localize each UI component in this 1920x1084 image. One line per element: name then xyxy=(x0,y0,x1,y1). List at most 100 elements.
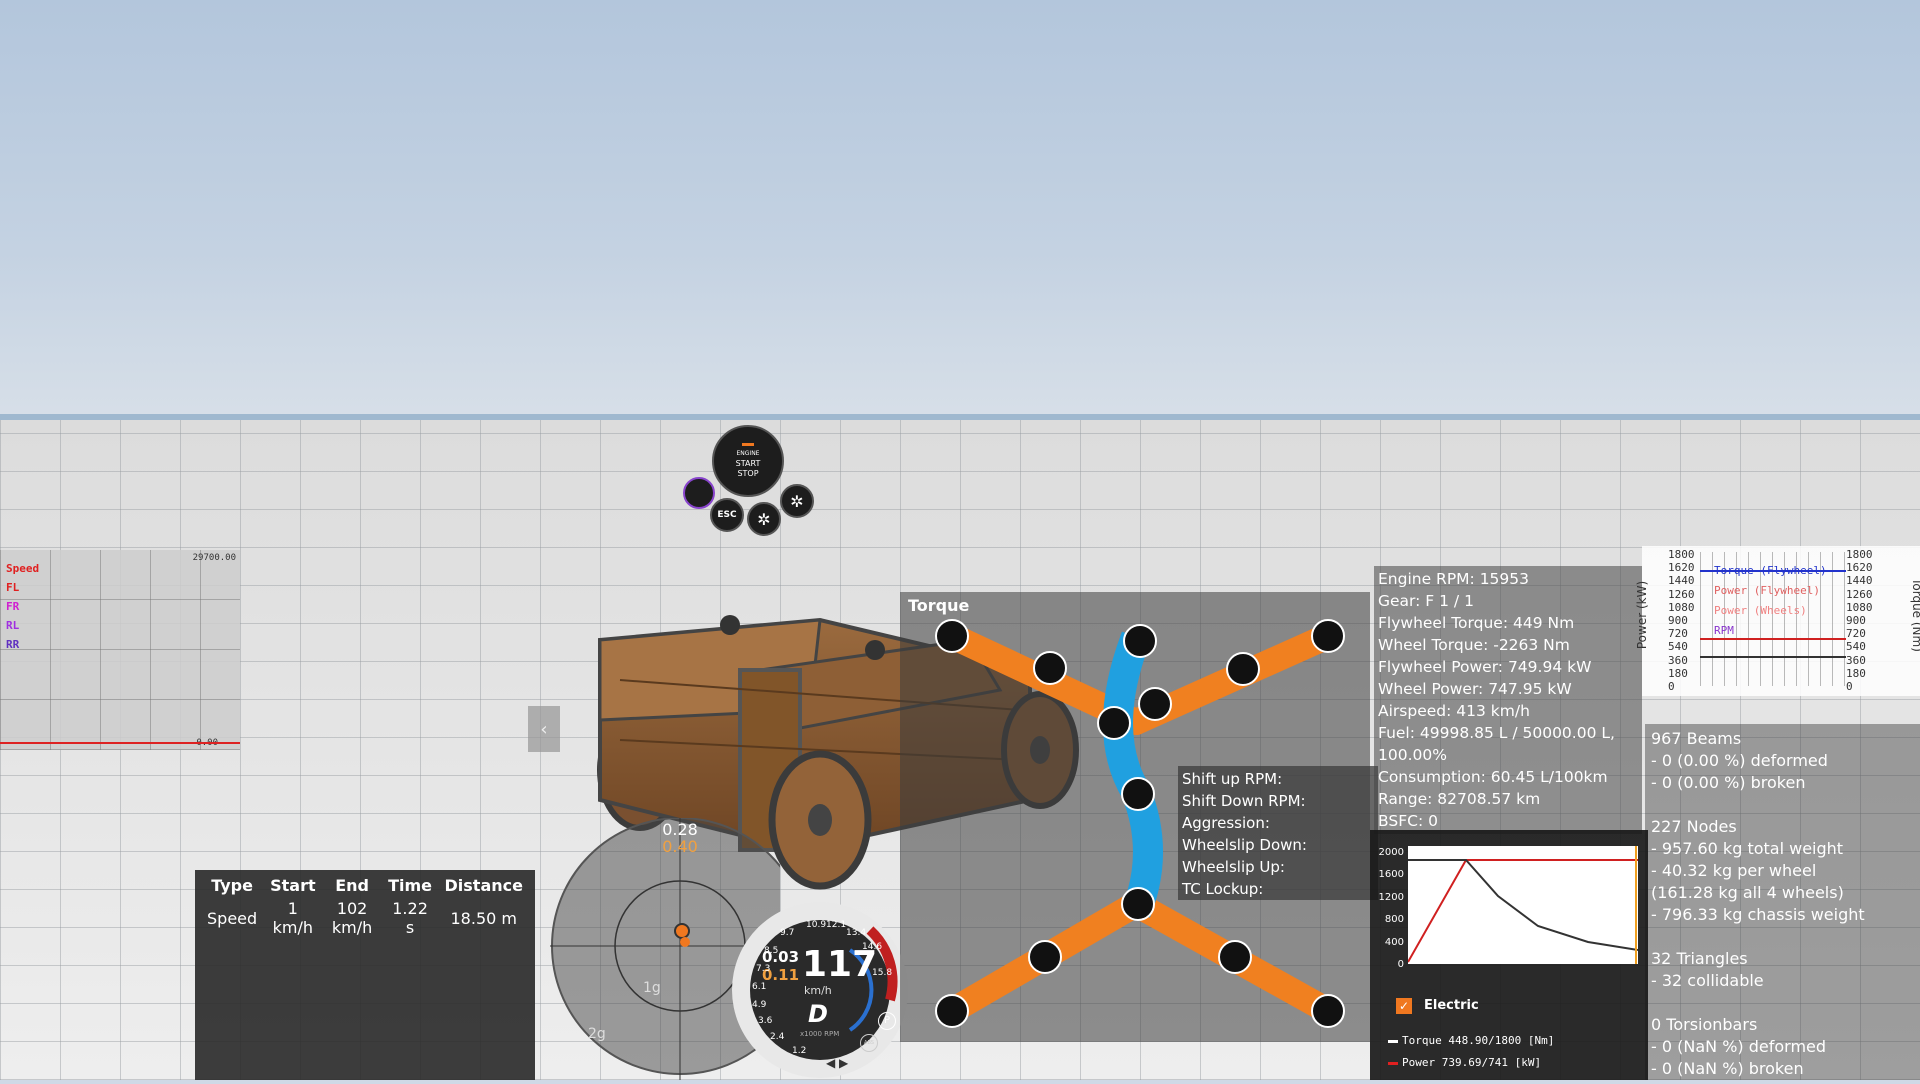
range: Range: 82708.57 km xyxy=(1378,790,1541,808)
esc-button[interactable]: ESC xyxy=(710,498,744,532)
torque-legend: Torque 448.90/1800 [Nm] xyxy=(1402,1034,1555,1047)
header-time: Time xyxy=(388,876,433,895)
cell-time: 1.22 s xyxy=(392,899,428,937)
weight-per-wheel: - 40.32 kg per wheel xyxy=(1651,861,1817,880)
tick-label: 15.8 xyxy=(872,968,893,978)
torque-trace xyxy=(1700,570,1846,572)
graph-max-value: 29700.00 xyxy=(192,553,236,563)
tick-label: 1.2 xyxy=(792,1046,807,1056)
electric-checkbox[interactable]: ✓ xyxy=(1396,998,1412,1014)
tick-label: 1080 xyxy=(1668,600,1695,614)
g-lat-readout: 0.11 xyxy=(762,966,800,984)
cell-end: 102 km/h xyxy=(331,899,373,937)
legend-power-wheels: Power (Wheels) xyxy=(1714,604,1807,617)
graph-label-rr: RR xyxy=(6,638,20,651)
tick-label: 1260 xyxy=(1846,587,1873,601)
speed-unit: km/h xyxy=(804,984,832,997)
chassis-weight: - 796.33 kg chassis weight xyxy=(1651,905,1865,924)
g-value-1: 0.28 xyxy=(662,820,698,839)
header-end: End xyxy=(335,876,369,895)
power-trace xyxy=(1700,656,1846,658)
measurements-table: Type Start End Time Distance Speed 1 km/… xyxy=(201,874,529,939)
diff-icon: ✲ xyxy=(757,509,771,529)
esc-label: ESC xyxy=(717,510,737,520)
graph-label-speed: Speed xyxy=(6,562,40,575)
tick-label: 720 xyxy=(1846,627,1866,641)
tick-label: 9.7 xyxy=(780,928,795,938)
beam-stats-panel: 967 Beams - 0 (0.00 %) deformed - 0 (0.0… xyxy=(1645,724,1920,1080)
tick-label: 800 xyxy=(1384,914,1404,926)
tick-label: 540 xyxy=(1668,640,1688,654)
speed-trace xyxy=(0,742,240,744)
tick-label: 8.5 xyxy=(764,946,779,956)
tick-label: 180 xyxy=(1846,666,1866,680)
abs-indicator: ABS xyxy=(860,1034,878,1052)
engine-label-3: STOP xyxy=(737,469,759,478)
sky xyxy=(0,0,1920,420)
shift-settings-panel: Shift up RPM: Shift Down RPM: Aggression… xyxy=(1178,766,1378,900)
differential-lock-button[interactable]: ✲ xyxy=(747,502,781,536)
diff-mode-button[interactable]: ✲ xyxy=(780,484,814,518)
tick-label: 10.9 xyxy=(806,920,827,930)
tick-label: 1620 xyxy=(1846,561,1873,575)
beams-deformed: - 0 (0.00 %) deformed xyxy=(1651,751,1828,770)
g-value-2: 0.40 xyxy=(662,837,698,856)
engine-indicator-light xyxy=(742,443,754,446)
torque-title: Torque xyxy=(908,596,970,615)
g-long-readout: 0.03 xyxy=(762,948,800,966)
power-legend-swatch xyxy=(1388,1062,1398,1065)
torque-legend-swatch xyxy=(1388,1040,1398,1043)
speed-value: 117 xyxy=(802,944,878,985)
torsionbars-count: 0 Torsionbars xyxy=(1651,1015,1758,1034)
flywheel-torque: Flywheel Torque: 449 Nm xyxy=(1378,614,1575,632)
table-row: Speed 1 km/h 102 km/h 1.22 s 18.50 m xyxy=(201,897,529,939)
total-weight: - 957.60 kg total weight xyxy=(1651,839,1844,858)
rpm-label: x1000 RPM xyxy=(800,1030,840,1038)
tick-label: 1440 xyxy=(1846,574,1873,588)
tick-label: 2000 xyxy=(1378,847,1404,858)
tick-label: 4.9 xyxy=(752,1000,767,1010)
fuel-percent: 100.00% xyxy=(1378,746,1447,764)
engine-rpm: Engine RPM: 15953 xyxy=(1378,570,1529,588)
tc-lockup: TC Lockup: xyxy=(1182,880,1264,898)
tick-label: 720 xyxy=(1668,627,1688,641)
engine-start-stop-button[interactable]: ENGINE START STOP xyxy=(712,425,784,497)
tick-label: 13.4 xyxy=(846,928,867,938)
tick-label: 1440 xyxy=(1668,574,1695,588)
tick-label: 0 xyxy=(1668,680,1675,694)
g-ring-2: 2g xyxy=(588,1026,606,1042)
left-axis-title: Power (kW) xyxy=(1635,580,1650,650)
curve-plot: Torque (Flywheel) Power (Flywheel) Power… xyxy=(1700,552,1846,686)
measurements-panel: Type Start End Time Distance Speed 1 km/… xyxy=(195,870,535,1080)
cell-type: Speed xyxy=(207,908,258,928)
tick-label: 2.4 xyxy=(770,1032,785,1042)
chevron-left-icon: ‹ xyxy=(540,718,548,740)
graph-label-rl: RL xyxy=(6,619,20,632)
collapse-tab[interactable]: ‹ xyxy=(528,706,560,752)
g-dot xyxy=(674,923,690,939)
aggression: Aggression: xyxy=(1182,814,1270,832)
torsionbars-broken: - 0 (NaN %) broken xyxy=(1651,1059,1804,1078)
ignition-button[interactable] xyxy=(683,477,715,509)
tick-label: 1600 xyxy=(1378,869,1404,881)
tick-label: 6.1 xyxy=(752,982,767,992)
shift-down-rpm: Shift Down RPM: xyxy=(1182,792,1306,810)
cell-distance: 18.50 m xyxy=(450,908,517,928)
graph-label-fl: FL xyxy=(6,581,20,594)
consumption: Consumption: 60.45 L/100km xyxy=(1378,768,1608,786)
fuel: Fuel: 49998.85 L / 50000.00 L, xyxy=(1378,724,1615,742)
tick-label: 1800 xyxy=(1846,548,1873,561)
triangles-count: 32 Triangles xyxy=(1651,949,1748,968)
tick-label: 1200 xyxy=(1378,891,1404,903)
torsionbars-deformed: - 0 (NaN %) deformed xyxy=(1651,1037,1827,1056)
tick-label: 360 xyxy=(1668,653,1688,667)
shift-up-rpm: Shift up RPM: xyxy=(1182,770,1283,788)
gear-indicator: D xyxy=(808,1000,828,1028)
engine-label-1: ENGINE xyxy=(736,450,760,457)
legend-power-flywheel: Power (Flywheel) xyxy=(1714,584,1820,597)
tick-label: 400 xyxy=(1384,936,1404,948)
bsfc: BSFC: 0 xyxy=(1378,812,1438,830)
wheelslip-up: Wheelslip Up: xyxy=(1182,858,1285,876)
